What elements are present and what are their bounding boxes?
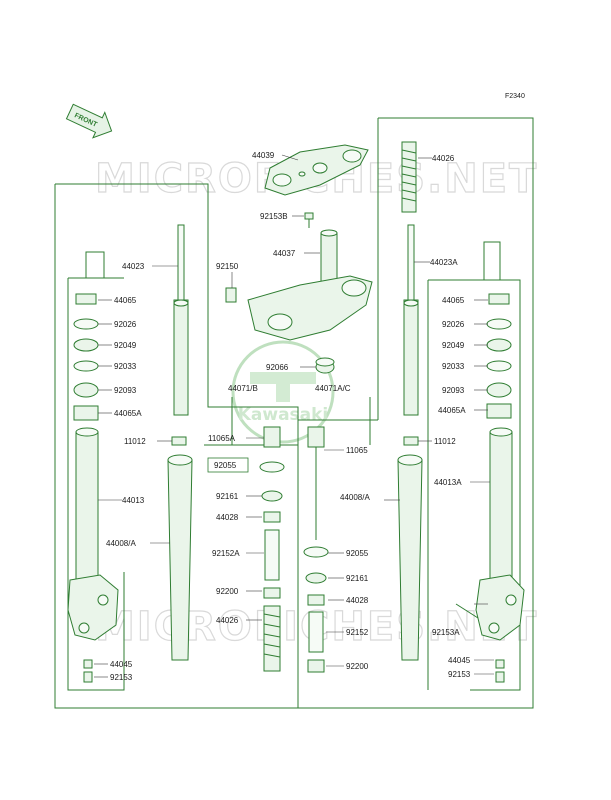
right-fork-rod [403, 224, 419, 416]
label-44008a-left: 44008/A [106, 539, 136, 548]
label-92161-right: 92161 [346, 574, 369, 583]
label-44065-left: 44065 [114, 296, 137, 305]
label-92093-left: 92093 [114, 386, 137, 395]
seal-92066 [315, 357, 335, 374]
steering-stem [225, 229, 373, 341]
label-92153-right: 92153 [448, 670, 471, 679]
label-44037: 44037 [273, 249, 296, 258]
ref-code: F2340 [505, 93, 525, 100]
bolt-92153-left [83, 671, 93, 683]
right-inner-tube [397, 454, 423, 661]
label-44071b: 44071/B [228, 384, 258, 393]
label-11065: 11065 [346, 446, 368, 455]
label-92152a: 92152A [212, 549, 240, 558]
label-44071ac: 44071A/C [315, 384, 351, 393]
cap-11012-right [403, 436, 419, 446]
label-92055-right: 92055 [346, 549, 369, 558]
washer-44045-left [83, 659, 93, 669]
label-44065a-left: 44065A [114, 409, 142, 418]
left-outer-tube [67, 427, 119, 641]
front-arrow-icon: FRONT [65, 103, 113, 139]
label-44045-left: 44045 [110, 660, 133, 669]
label-44028-right: 44028 [346, 596, 369, 605]
label-92200-right: 92200 [346, 662, 369, 671]
leader-lines [94, 154, 494, 678]
middle-left-cartridge [259, 426, 285, 672]
label-44065a-right: 44065A [438, 406, 466, 415]
label-92049-left: 92049 [114, 341, 137, 350]
label-44028-left: 44028 [216, 513, 239, 522]
cap-11012-left [171, 436, 187, 446]
label-92066: 92066 [266, 363, 289, 372]
label-box-92055-left [207, 457, 249, 473]
label-44008a-right: 44008/A [340, 493, 370, 502]
left-seal-stack [73, 293, 99, 421]
label-44065-right: 44065 [442, 296, 465, 305]
right-outer-tube [455, 427, 525, 641]
washer-44045-right [495, 659, 505, 669]
label-44023: 44023 [122, 262, 145, 271]
label-92026-right: 92026 [442, 320, 465, 329]
label-44013a: 44013A [434, 478, 462, 487]
middle-right-cartridge [303, 426, 329, 673]
label-11065a: 11065A [208, 434, 236, 443]
label-92093-right: 92093 [442, 386, 465, 395]
label-92026-left: 92026 [114, 320, 137, 329]
logo-text: Kawasaki [238, 405, 329, 425]
right-seal-stack [486, 293, 512, 419]
label-11012-left: 11012 [124, 437, 146, 446]
label-44039: 44039 [252, 151, 275, 160]
label-44013: 44013 [122, 496, 145, 505]
bolt-92153-right [495, 671, 505, 683]
label-92049-right: 92049 [442, 341, 465, 350]
label-92033-left: 92033 [114, 362, 137, 371]
label-92055-left: 92055 [214, 461, 237, 470]
label-44026-top: 44026 [432, 154, 455, 163]
label-92153b: 92153B [260, 212, 288, 221]
label-92033-right: 92033 [442, 362, 465, 371]
label-92153a: 92153A [432, 628, 460, 637]
label-92200-left: 92200 [216, 587, 239, 596]
label-92152: 92152 [346, 628, 369, 637]
left-fork-rod [173, 224, 189, 416]
label-44023a: 44023A [430, 258, 458, 267]
left-inner-tube [167, 454, 193, 661]
frame-lines [54, 117, 534, 709]
label-44045-right: 44045 [448, 656, 471, 665]
right-spring-top [401, 141, 417, 213]
label-44026-low: 44026 [216, 616, 239, 625]
label-92153-left: 92153 [110, 673, 133, 682]
label-11012-right: 11012 [434, 437, 456, 446]
bolt-92153b [304, 212, 314, 228]
label-92150: 92150 [216, 262, 239, 271]
label-92161-left: 92161 [216, 492, 239, 501]
